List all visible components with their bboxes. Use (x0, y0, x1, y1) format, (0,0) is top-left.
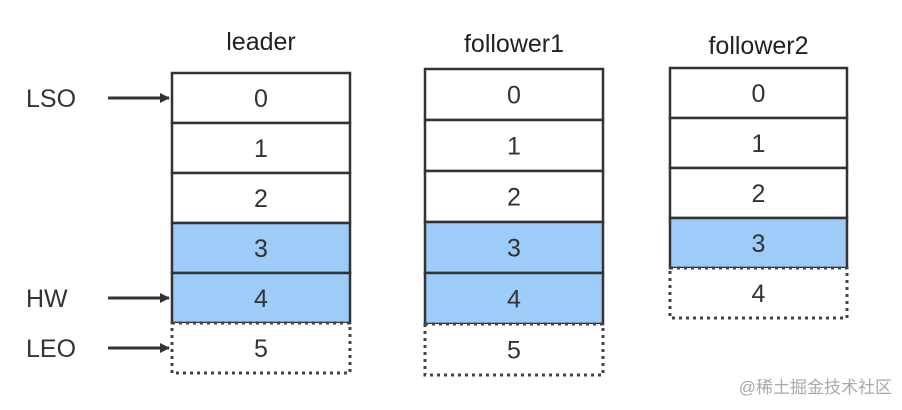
column-leader: leader 0 1 2 3 4 5 (170, 28, 352, 375)
log-entry-pending (423, 322, 605, 377)
log-entry (170, 71, 352, 125)
log-entry-offset: 2 (507, 184, 521, 212)
log-entry (668, 66, 849, 120)
marker-hw: HW (26, 285, 170, 313)
replica-columns: leader 0 1 2 3 4 5 follower1 0 1 2 3 4 5 follower2 0 1 2 3… (170, 28, 849, 377)
log-entry-offset: 5 (254, 335, 268, 363)
column-title: leader (226, 28, 296, 56)
log-entry-offset: 1 (507, 133, 521, 161)
log-entry-offset: 4 (507, 286, 521, 314)
marker-label: HW (26, 285, 68, 313)
log-entry-offset: 3 (254, 235, 268, 263)
log-entry-pending (668, 266, 849, 320)
watermark-text: @稀土掘金技术社区 (739, 378, 892, 397)
column-follower1: follower1 0 1 2 3 4 5 (423, 30, 605, 377)
log-entry (423, 169, 605, 224)
marker-label: LSO (26, 85, 76, 113)
log-entry-offset: 2 (254, 185, 268, 213)
log-entry (423, 118, 605, 173)
log-entry-highlighted (170, 221, 352, 275)
offset-markers: LSO HW LEO (26, 85, 170, 363)
log-entry-offset: 3 (507, 235, 521, 263)
log-entry (170, 121, 352, 175)
log-entry (668, 116, 849, 170)
log-entry (668, 166, 849, 220)
column-follower2: follower2 0 1 2 3 4 (668, 32, 849, 320)
marker-label: LEO (26, 335, 76, 363)
log-entry-offset: 1 (752, 130, 766, 158)
marker-leo: LEO (26, 335, 170, 363)
column-title: follower1 (464, 30, 564, 58)
log-entry-offset: 5 (507, 337, 521, 365)
log-entry-highlighted (423, 220, 605, 275)
log-entry-offset: 2 (752, 180, 766, 208)
log-entry-offset: 0 (752, 80, 766, 108)
log-entry-offset: 0 (507, 82, 521, 110)
log-entry-offset: 3 (752, 230, 766, 258)
log-entry-offset: 4 (752, 280, 766, 308)
column-title: follower2 (708, 32, 808, 60)
log-entry-offset: 0 (254, 85, 268, 113)
marker-lso: LSO (26, 85, 170, 113)
log-entry-pending (170, 321, 352, 375)
log-entry-offset: 1 (254, 135, 268, 163)
log-entry-highlighted (668, 216, 849, 270)
log-entry-offset: 4 (254, 285, 268, 313)
